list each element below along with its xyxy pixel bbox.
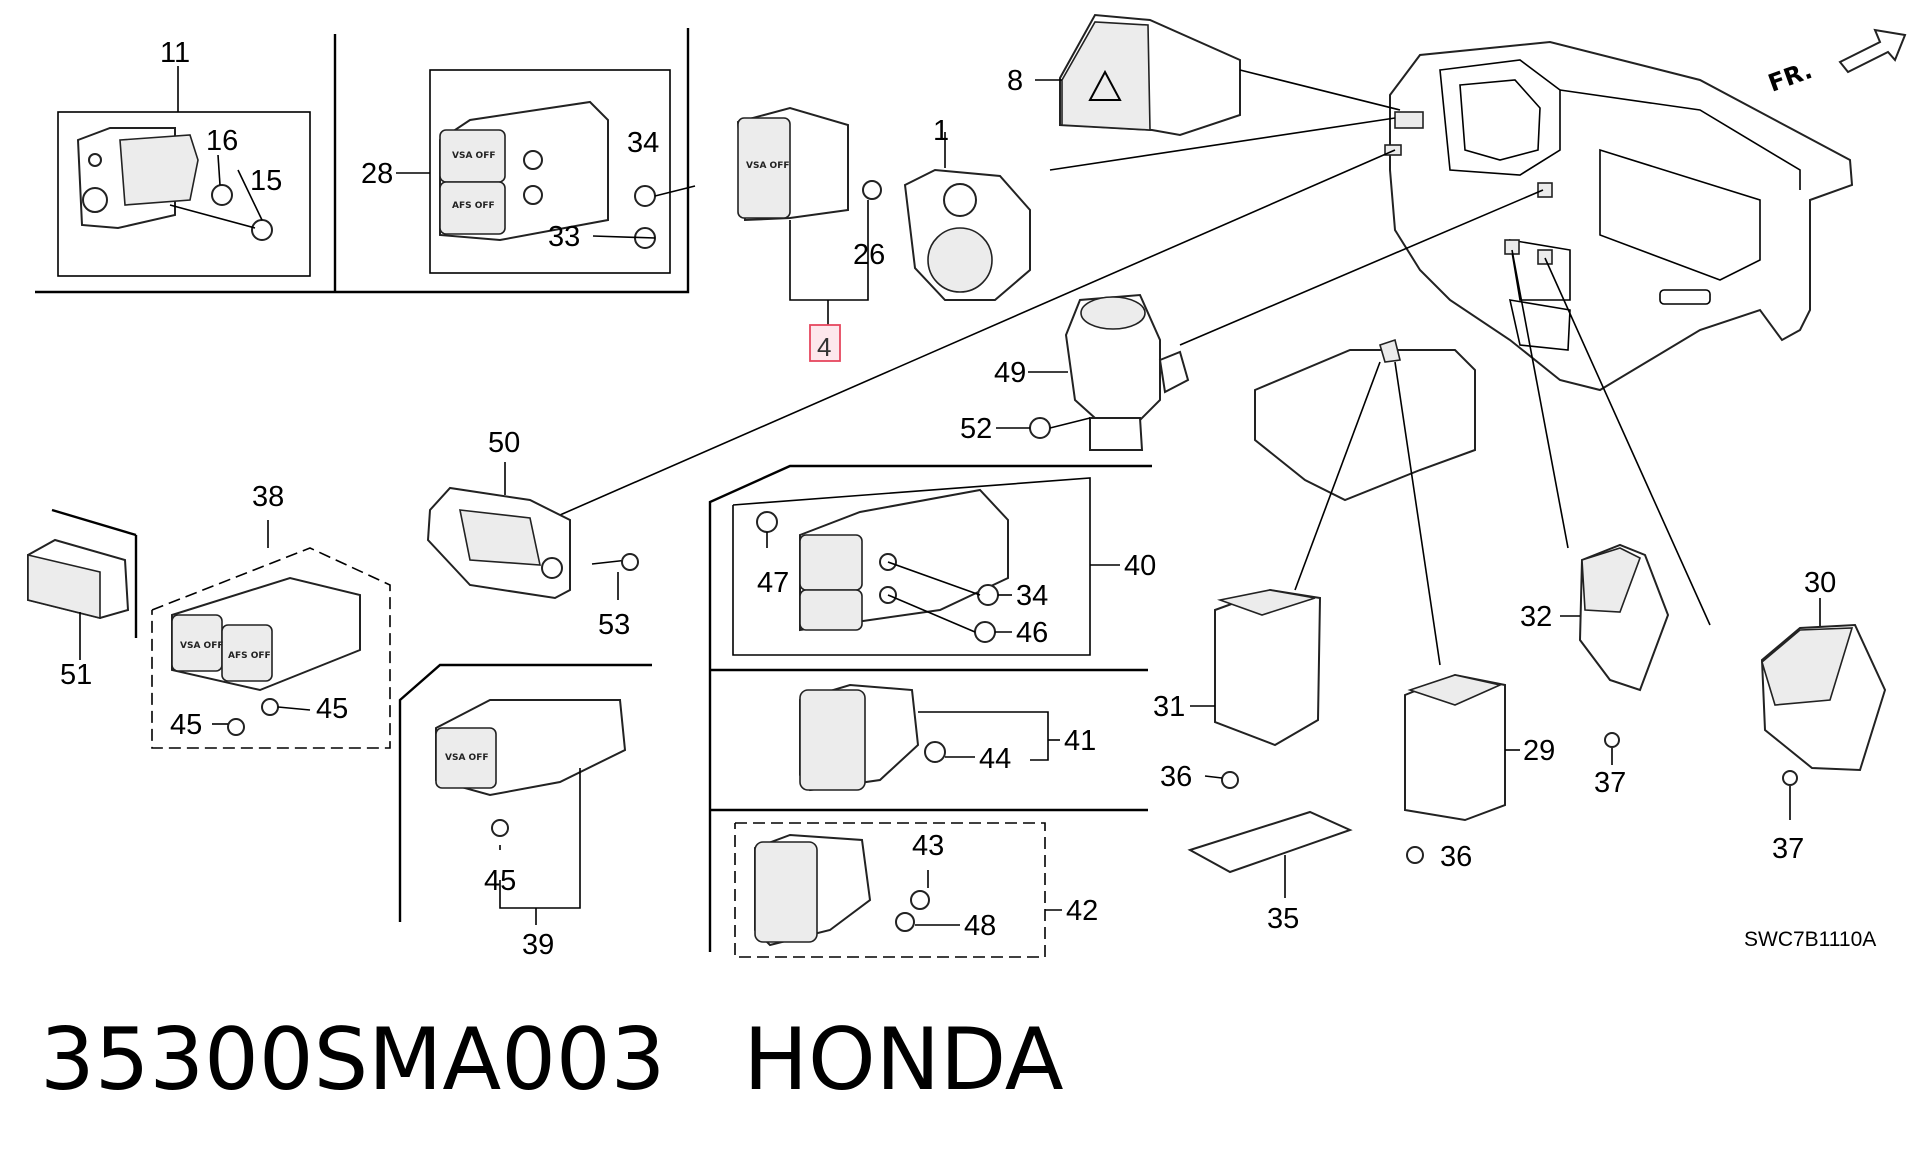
callout-1: 1 — [933, 115, 949, 147]
callout-labels: 11 16 15 28 34 33 26 4 1 8 49 52 50 53 3… — [60, 37, 1876, 961]
part-39-group: VSA OFF — [435, 699, 627, 925]
part-11-group — [57, 66, 311, 277]
part-28-group: VSA OFF AFS OFF — [396, 69, 696, 274]
callout-15: 15 — [250, 165, 282, 197]
vsa-off-label: VSA OFF — [452, 151, 496, 161]
callout-42: 42 — [1066, 895, 1098, 927]
callout-34-top: 34 — [627, 127, 659, 159]
part-30-switch — [1760, 598, 1887, 820]
part-4-vsa-label: VSA OFF — [746, 161, 790, 171]
callout-47: 47 — [757, 567, 789, 599]
callout-4: 4 — [817, 332, 831, 362]
part-42-group — [734, 822, 1062, 958]
callout-4-highlight — [809, 324, 841, 362]
dashboard-assembly — [1384, 40, 1854, 392]
part-38-group: VSA OFF AFS OFF — [151, 520, 391, 749]
callout-26: 26 — [853, 239, 885, 271]
callout-50: 50 — [488, 427, 520, 459]
callout-33: 33 — [548, 221, 580, 253]
callout-34-mid: 34 — [1016, 580, 1048, 612]
part-50-bezel — [426, 462, 639, 600]
callout-8: 8 — [1007, 65, 1023, 97]
callout-45-right: 45 — [316, 693, 348, 725]
part-51-blank — [27, 538, 130, 660]
callout-37-left: 37 — [1594, 767, 1626, 799]
callout-37-right: 37 — [1772, 833, 1804, 865]
callout-30: 30 — [1804, 567, 1836, 599]
callout-35: 35 — [1267, 903, 1299, 935]
callout-31: 31 — [1153, 691, 1185, 723]
footer-caption: 35300SMA003 HONDA — [40, 1010, 1064, 1110]
callout-32: 32 — [1520, 601, 1552, 633]
part-32-switch — [1560, 543, 1670, 765]
callout-49: 49 — [994, 357, 1026, 389]
callout-36-right: 36 — [1440, 841, 1472, 873]
callout-43: 43 — [912, 830, 944, 862]
callout-45-left: 45 — [170, 709, 202, 741]
afs-off-label: AFS OFF — [452, 201, 495, 211]
part-1-switch — [903, 132, 1031, 301]
dashboard-leaders — [559, 69, 1711, 626]
callout-39: 39 — [522, 929, 554, 961]
callout-52: 52 — [960, 413, 992, 445]
part-8-hazard-switch — [1035, 13, 1241, 137]
fr-label: FR. — [1764, 56, 1815, 98]
callout-36-left: 36 — [1160, 761, 1192, 793]
part-4-group: VSA OFF — [736, 106, 882, 362]
callout-41: 41 — [1064, 725, 1096, 757]
callout-46: 46 — [1016, 617, 1048, 649]
part-number: 35300SMA003 — [40, 1010, 666, 1110]
brand-name: HONDA — [743, 1010, 1064, 1110]
callout-48: 48 — [964, 910, 996, 942]
callout-40: 40 — [1124, 550, 1156, 582]
diagram-code: SWC7B1110A — [1744, 928, 1876, 951]
callout-38: 38 — [252, 481, 284, 513]
callout-44: 44 — [979, 743, 1011, 775]
callout-53: 53 — [598, 609, 630, 641]
part-40-group — [732, 477, 1120, 656]
front-direction-marker: FR. — [1764, 28, 1907, 98]
callout-51: 51 — [60, 659, 92, 691]
part-39-vsa-label: VSA OFF — [445, 753, 489, 763]
callout-16: 16 — [206, 125, 238, 157]
section-dividers — [35, 28, 1152, 952]
cover-and-switches — [1187, 338, 1520, 898]
part-41-group — [799, 683, 1060, 792]
part-38-afs-label: AFS OFF — [228, 651, 271, 661]
part-49-group — [996, 293, 1190, 451]
callout-45-bottom: 45 — [484, 865, 516, 897]
part-38-vsa-label: VSA OFF — [180, 641, 224, 651]
callout-29: 29 — [1523, 735, 1555, 767]
callout-11: 11 — [160, 37, 190, 69]
callout-28: 28 — [361, 158, 393, 190]
